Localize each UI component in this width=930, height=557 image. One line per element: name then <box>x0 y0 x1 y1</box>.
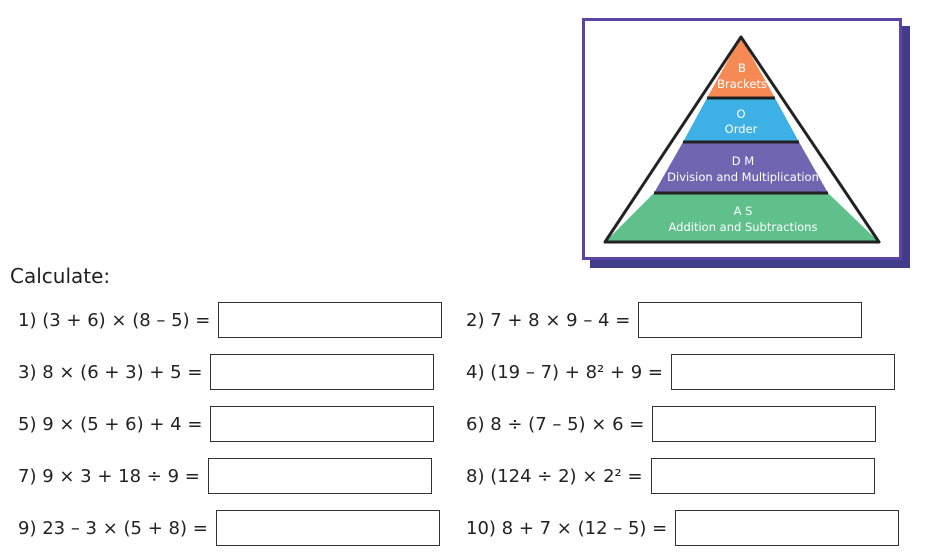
question-9: 9) 23 – 3 × (5 + 8) = <box>18 509 440 547</box>
answer-box[interactable] <box>218 302 443 338</box>
pyramid-level-dm <box>654 142 828 193</box>
bodmas-pyramid-card: B Brackets O Order D M Division and Mult… <box>582 18 902 260</box>
question-10: 10) 8 + 7 × (12 – 5) = <box>466 509 900 547</box>
pyramid-level-as <box>605 193 879 242</box>
level-letter: B <box>738 61 746 75</box>
level-letter: O <box>736 107 745 121</box>
level-name: Division and Multiplication <box>667 170 819 184</box>
answer-box[interactable] <box>207 458 432 494</box>
answer-box[interactable] <box>215 510 440 546</box>
level-name: Brackets <box>717 77 767 91</box>
question-label: 4) (19 – 7) + 8² + 9 = <box>466 361 664 383</box>
question-6: 6) 8 ÷ (7 – 5) × 6 = <box>466 405 877 443</box>
question-label: 2) 7 + 8 × 9 – 4 = <box>466 309 631 331</box>
question-3: 3) 8 × (6 + 3) + 5 = <box>18 353 435 391</box>
level-letter: A S <box>734 204 753 218</box>
question-8: 8) (124 ÷ 2) × 2² = <box>466 457 875 495</box>
answer-box[interactable] <box>638 302 863 338</box>
question-label: 3) 8 × (6 + 3) + 5 = <box>18 361 203 383</box>
question-label: 8) (124 ÷ 2) × 2² = <box>466 465 643 487</box>
question-2: 2) 7 + 8 × 9 – 4 = <box>466 301 863 339</box>
question-label: 10) 8 + 7 × (12 – 5) = <box>466 517 668 539</box>
question-1: 1) (3 + 6) × (8 – 5) = <box>18 301 443 339</box>
question-label: 9) 23 – 3 × (5 + 8) = <box>18 517 208 539</box>
pyramid-level-o <box>683 98 799 142</box>
bodmas-pyramid: B Brackets O Order D M Division and Mult… <box>603 35 881 244</box>
level-name: Addition and Subtractions <box>669 220 818 234</box>
pyramid-level-b <box>707 37 775 98</box>
instruction: Calculate: <box>10 264 111 288</box>
question-4: 4) (19 – 7) + 8² + 9 = <box>466 353 896 391</box>
answer-box[interactable] <box>210 406 435 442</box>
question-label: 6) 8 ÷ (7 – 5) × 6 = <box>466 413 645 435</box>
question-label: 7) 9 × 3 + 18 ÷ 9 = <box>18 465 200 487</box>
level-name: Order <box>725 122 758 136</box>
answer-box[interactable] <box>671 354 896 390</box>
question-7: 7) 9 × 3 + 18 ÷ 9 = <box>18 457 432 495</box>
question-label: 5) 9 × (5 + 6) + 4 = <box>18 413 203 435</box>
question-label: 1) (3 + 6) × (8 – 5) = <box>18 309 211 331</box>
question-5: 5) 9 × (5 + 6) + 4 = <box>18 405 435 443</box>
answer-box[interactable] <box>650 458 875 494</box>
answer-box[interactable] <box>210 354 435 390</box>
answer-box[interactable] <box>675 510 900 546</box>
answer-box[interactable] <box>652 406 877 442</box>
level-letter: D M <box>732 154 754 168</box>
